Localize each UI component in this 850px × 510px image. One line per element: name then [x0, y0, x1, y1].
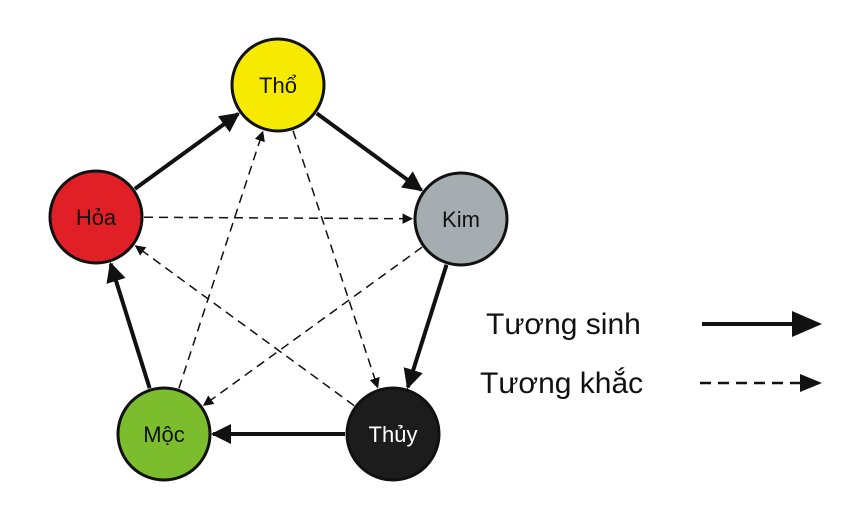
controlling-cycle-edges: [134, 130, 423, 407]
generating-edge-moc-hoa: [106, 261, 152, 389]
legend-solid-arrowhead: [792, 311, 822, 337]
node-circle-moc: [116, 386, 212, 482]
node-label-thuy: Thủy: [369, 422, 418, 447]
controlling-edge-hoa-kim: [143, 213, 414, 224]
legend-solid-label: Tương sinh: [486, 308, 641, 341]
legend: Tương sinh Tương khắc: [480, 308, 822, 400]
node-label-tho: Thổ: [259, 73, 297, 98]
legend-dashed-label: Tương khắc: [480, 367, 643, 400]
generating-edge-kim-thuy: [403, 264, 449, 390]
node-thuy: Thủy: [345, 386, 441, 482]
node-circle-kim: [413, 171, 509, 267]
node-label-kim: Kim: [442, 207, 480, 232]
generating-cycle-edges: [106, 111, 449, 444]
node-kim: Kim: [413, 171, 509, 267]
generating-edge-hoa-tho: [133, 112, 240, 191]
legend-dashed-arrowhead: [800, 374, 822, 392]
node-label-hoa: Hỏa: [76, 205, 117, 230]
node-circle-tho: [230, 37, 326, 133]
node-hoa: Hỏa: [48, 169, 144, 265]
controlling-edge-thuy-hoa: [134, 245, 355, 407]
node-tho: Thổ: [230, 37, 326, 133]
controlling-edge-moc-tho: [178, 130, 265, 389]
generating-edge-tho-kim: [315, 111, 424, 192]
node-circle-hoa: [48, 169, 144, 265]
node-circle-thuy: [345, 386, 441, 482]
controlling-edge-kim-moc: [202, 246, 423, 406]
controlling-edge-tho-thuy: [292, 130, 380, 389]
node-moc: Mộc: [116, 386, 212, 482]
node-label-moc: Mộc: [143, 422, 185, 447]
